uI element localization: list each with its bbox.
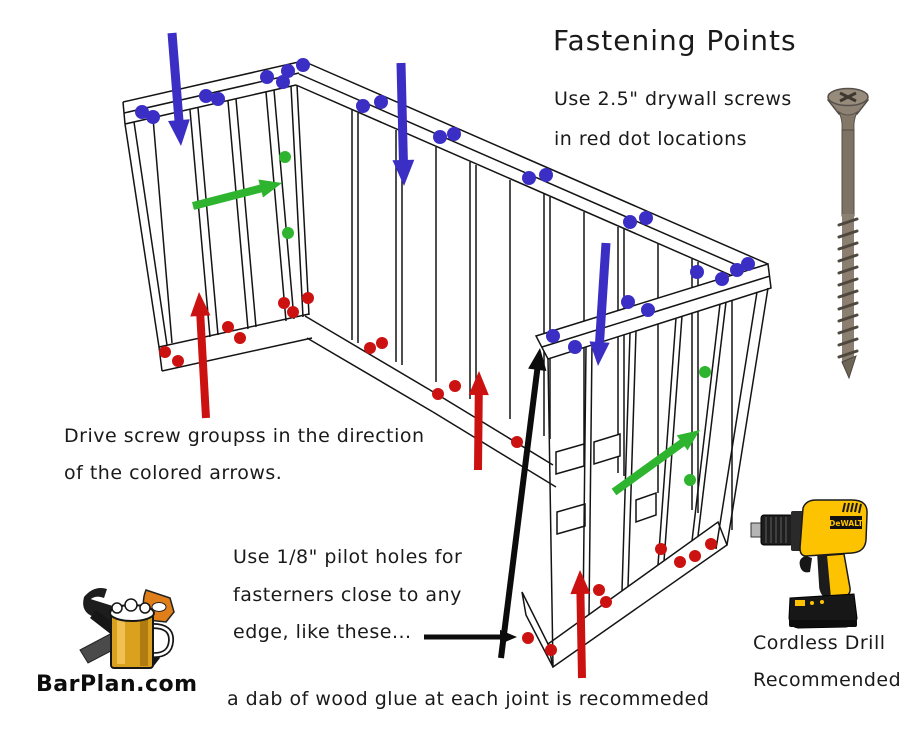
blue-fastening-dot [447, 127, 461, 141]
red-fastening-dot [593, 584, 605, 596]
blue-direction-arrow [589, 242, 611, 366]
red-fastening-dot [600, 596, 612, 608]
blue-fastening-dot [135, 105, 149, 119]
blue-fastening-dot [260, 70, 274, 84]
blue-fastening-dot [641, 303, 655, 317]
red-fastening-dot [432, 388, 444, 400]
drill-brand-plate [830, 516, 862, 529]
red-fastening-dot [287, 306, 299, 318]
red-fastening-dot [511, 436, 523, 448]
hammer-icon [83, 597, 116, 622]
blue-fastening-dot [639, 211, 653, 225]
blue-fastening-dot [730, 263, 744, 277]
blue-fastening-dot [623, 215, 637, 229]
blue-fastening-dot [741, 257, 755, 271]
blue-fastening-dot [276, 75, 290, 89]
phillips-cross-icon [839, 91, 857, 103]
red-fastening-dot [172, 355, 184, 367]
red-fastening-dot [222, 321, 234, 333]
red-fastening-dot [234, 332, 246, 344]
red-direction-arrow [190, 292, 211, 419]
pilot-note-line1: Use 1/8" pilot holes for [233, 546, 463, 568]
frame-wireframe [122, 60, 772, 669]
red-fastening-dot [278, 297, 290, 309]
fastening-marks-layer [135, 32, 755, 679]
drill-caption-line2: Recommended [753, 669, 902, 691]
green-fastening-dot [279, 151, 291, 163]
screw-thread-core [842, 214, 854, 364]
direction-note-line2: of the colored arrows. [64, 462, 283, 484]
blue-fastening-dot [146, 110, 160, 124]
blue-fastening-dot [296, 58, 310, 72]
red-fastening-dot [545, 644, 557, 656]
drill-trigger [799, 556, 812, 573]
blue-fastening-dot [690, 265, 704, 279]
red-fastening-dot [522, 632, 534, 644]
blue-fastening-dot [621, 295, 635, 309]
red-fastening-dot [376, 337, 388, 349]
drill-caption-line1: Cordless Drill [753, 632, 886, 654]
black-direction-arrow [498, 348, 547, 659]
red-fastening-dot [159, 346, 171, 358]
blue-fastening-dot [522, 171, 536, 185]
red-fastening-dot [449, 380, 461, 392]
pilot-note-line3: edge, like these... [233, 621, 412, 643]
red-fastening-dot [705, 538, 717, 550]
green-direction-arrow [611, 430, 700, 496]
blue-fastening-dot [356, 99, 370, 113]
red-fastening-dot [364, 342, 376, 354]
red-fastening-dot [689, 550, 701, 562]
screw-tip [841, 355, 857, 380]
blue-fastening-dot [211, 92, 225, 106]
drill-chuck-tip [750, 522, 762, 538]
screw-shank [841, 129, 855, 217]
drill-image: DeWALT [750, 499, 868, 629]
direction-note-line1: Drive screw groupss in the direction [64, 425, 425, 447]
blue-fastening-dot [374, 95, 388, 109]
screw-threads [837, 217, 859, 359]
red-fastening-dot [655, 543, 667, 555]
green-direction-arrow [191, 179, 282, 210]
blue-fastening-dot [715, 272, 729, 286]
drill-brand-label: DeWALT [829, 519, 864, 528]
logo-text: BarPlan.com [36, 672, 198, 697]
blue-fastening-dot [539, 168, 553, 182]
blue-fastening-dot [281, 64, 295, 78]
green-fastening-dot [282, 227, 294, 239]
blue-fastening-dot [433, 130, 447, 144]
pilot-note-line2: fasterners close to any [233, 584, 462, 606]
green-fastening-dot [684, 474, 696, 486]
page-title: Fastening Points [553, 24, 797, 57]
blue-fastening-dot [199, 89, 213, 103]
glue-note: a dab of wood glue at each joint is reco… [227, 688, 710, 710]
green-fastening-dot [699, 366, 711, 378]
blue-fastening-dot [568, 340, 582, 354]
black-direction-arrow [424, 629, 517, 645]
logo-image [79, 588, 175, 669]
red-direction-arrow [570, 570, 591, 679]
red-direction-arrow [468, 371, 489, 471]
red-fastening-dot [674, 556, 686, 568]
blue-direction-arrow [167, 32, 190, 146]
red-fastening-dot [302, 292, 314, 304]
blue-fastening-dot [546, 329, 560, 343]
screws-note-line1: Use 2.5" drywall screws [554, 88, 792, 110]
screws-note-line2: in red dot locations [554, 128, 748, 150]
blue-direction-arrow [392, 62, 415, 186]
screw-image [826, 87, 870, 380]
